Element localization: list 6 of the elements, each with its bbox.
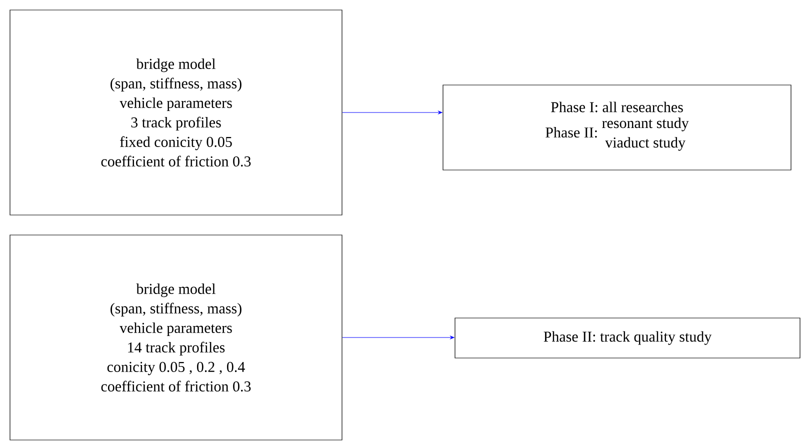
- arrow: [342, 336, 454, 340]
- phase-box: Phase II: track quality study: [454, 318, 800, 358]
- parameter-box: bridge model (span, stiffness, mass) vehicle parameters 14 track profiles conicity 0.05 , 0.2 , 0.4 coefficient of friction 0.3: [10, 234, 342, 440]
- phase-box: Phase I: all researches Phase II: resonant study viaduct study: [442, 84, 792, 170]
- arrow: [342, 110, 442, 114]
- parameter-box: bridge model (span, stiffness, mass) vehicle parameters 3 track profiles fixed conicity 0.05 coefficient of friction 0.3: [10, 10, 342, 216]
